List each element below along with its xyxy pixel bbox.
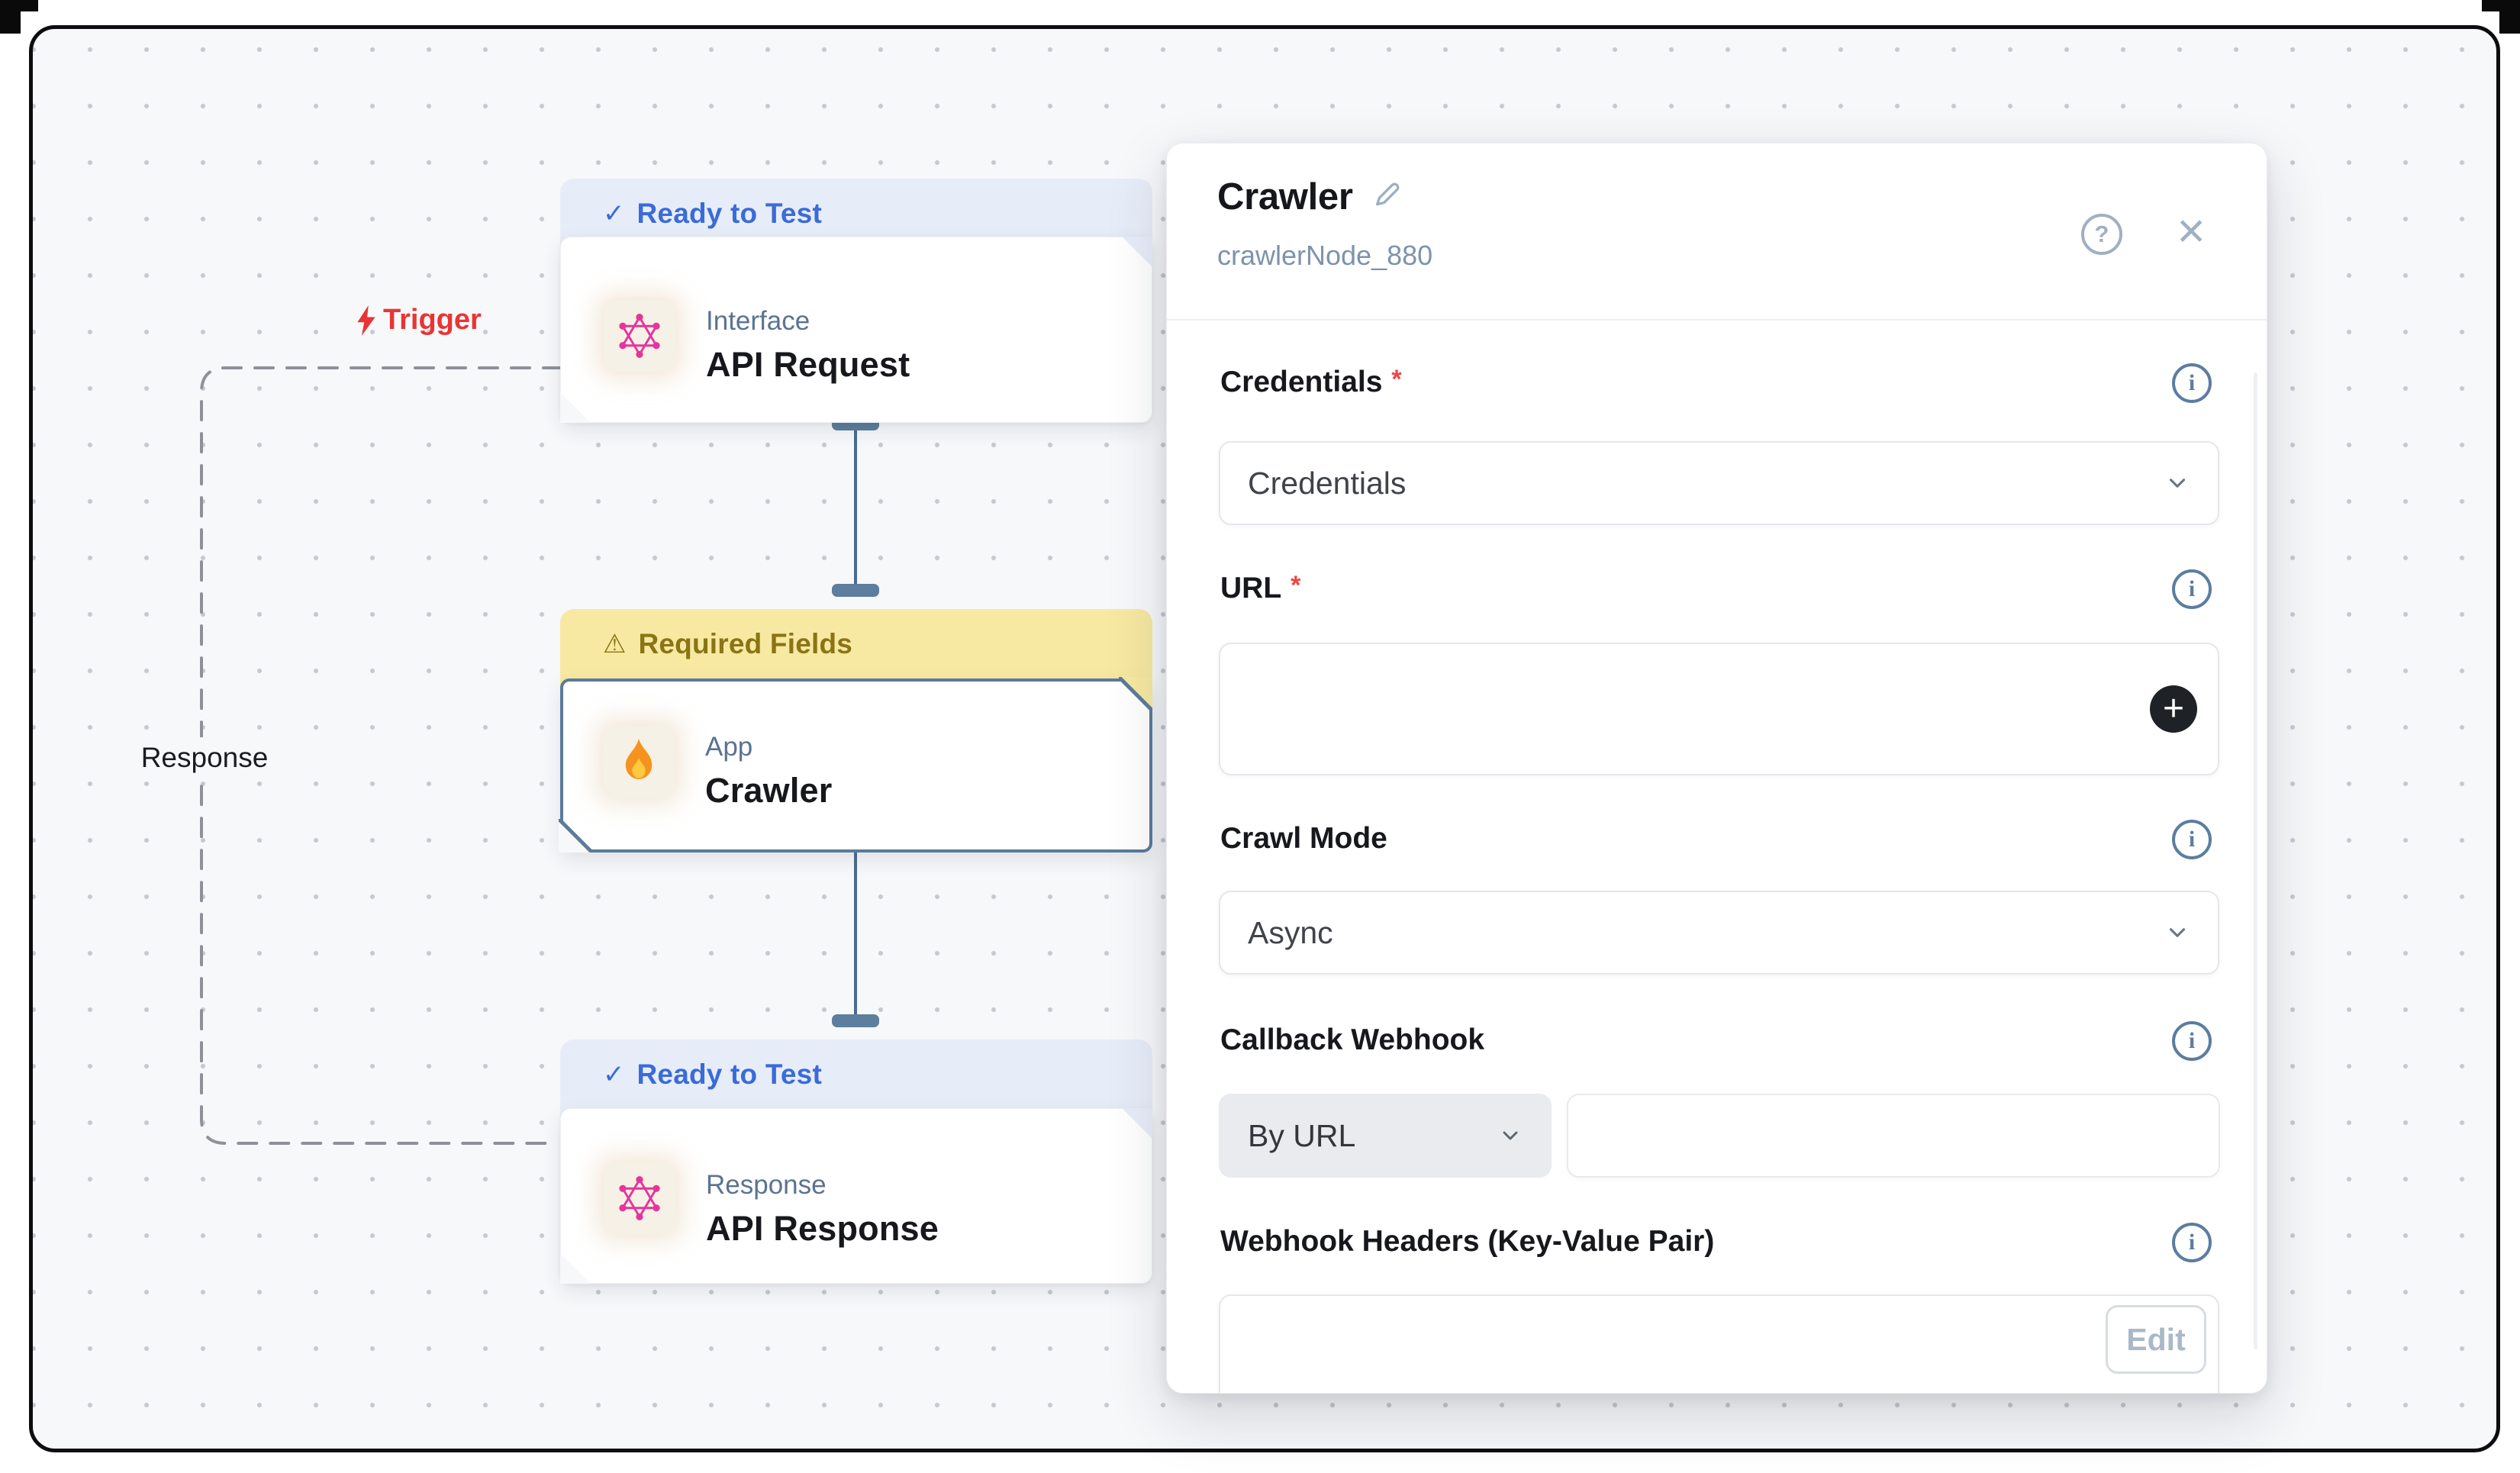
info-icon[interactable]: i [2172,1021,2212,1061]
info-icon[interactable]: i [2172,1223,2212,1262]
graphql-icon [619,1176,660,1220]
node-corner-notch [1119,677,1152,711]
response-edge-label-text: Response [140,742,269,773]
warning-icon: ⚠ [603,630,627,659]
plus-glyph: + [2162,688,2185,729]
check-icon: ✓ [603,1060,625,1089]
node-id-label: crawlerNode_880 [1217,240,1433,271]
chevron-down-icon [2169,479,2186,488]
close-glyph: × [2177,203,2206,258]
response-edge-label: Response [134,737,275,778]
corner-mark-top-left-stem [0,0,21,34]
node-title: API Request [706,345,910,384]
info-icon[interactable]: i [2172,363,2212,403]
edge-request-to-crawler [854,424,857,592]
input-handle-api-response[interactable] [832,1014,879,1027]
input-handle-crawler[interactable] [832,584,879,597]
node-title: API Response [706,1209,939,1248]
credentials-select-value: Credentials [1248,465,1407,501]
graphql-icon [619,314,660,358]
crawl-mode-select[interactable]: Async [1219,891,2219,975]
panel-scrollbar[interactable] [2254,372,2257,1349]
edge-crawler-to-response [854,846,857,1020]
node-icon-tile [604,1162,675,1234]
crawl-mode-label: Crawl Mode [1220,822,1387,855]
panel-divider [1167,319,2267,321]
node-type-label: App [705,732,753,762]
node-type-label: Response [706,1170,827,1200]
node-api-response[interactable]: Response API Response [560,1108,1152,1284]
help-icon[interactable]: ? [2081,214,2122,255]
webhook-headers-label: Webhook Headers (Key-Value Pair) [1220,1225,1715,1258]
edit-pencil-icon[interactable] [1370,180,1403,214]
info-icon[interactable]: i [2172,569,2212,609]
webhook-url-input[interactable] [1567,1094,2220,1178]
crawl-mode-select-value: Async [1248,914,1333,950]
node-config-panel: Crawler ? × crawlerNode_880 Credentials … [1166,143,2267,1394]
corner-mark-top-right-stem [2499,0,2520,34]
node-icon-tile [604,300,675,372]
webhook-mode-value: By URL [1248,1117,1356,1153]
edit-headers-button[interactable]: Edit [2106,1305,2206,1374]
trigger-label-text: Trigger [383,304,482,336]
check-icon: ✓ [603,199,625,228]
node-corner-notch [559,819,592,853]
chevron-down-icon [1503,1131,1518,1140]
node-crawler[interactable]: App Crawler [560,678,1152,853]
close-icon[interactable]: × [2170,203,2212,258]
node-icon-tile [603,726,675,798]
status-badge-label: Ready to Test [636,198,822,229]
credentials-label: Credentials * [1220,365,1402,398]
credentials-select[interactable]: Credentials [1219,441,2219,525]
panel-title: Crawler [1217,176,1353,218]
required-asterisk: * [1391,365,1402,394]
callback-webhook-label: Callback Webhook [1220,1023,1485,1056]
status-badge-label: Required Fields [638,628,853,659]
webhook-headers-box [1219,1294,2219,1393]
node-type-label: Interface [706,306,810,336]
chevron-down-icon [2169,928,2186,937]
webhook-mode-select[interactable]: By URL [1219,1094,1552,1178]
help-glyph: ? [2094,221,2109,247]
url-input[interactable] [1219,643,2219,775]
info-icon[interactable]: i [2172,820,2212,859]
node-title: Crawler [705,771,833,810]
trigger-label: Trigger [356,304,482,337]
required-asterisk: * [1291,571,1301,600]
lightning-bolt-icon [357,305,375,336]
flame-icon [625,739,653,779]
status-badge-label: Ready to Test [636,1059,822,1090]
url-label: URL * [1220,571,1301,604]
node-api-request[interactable]: Interface API Request [560,237,1152,423]
add-variable-button[interactable]: + [2150,685,2197,733]
